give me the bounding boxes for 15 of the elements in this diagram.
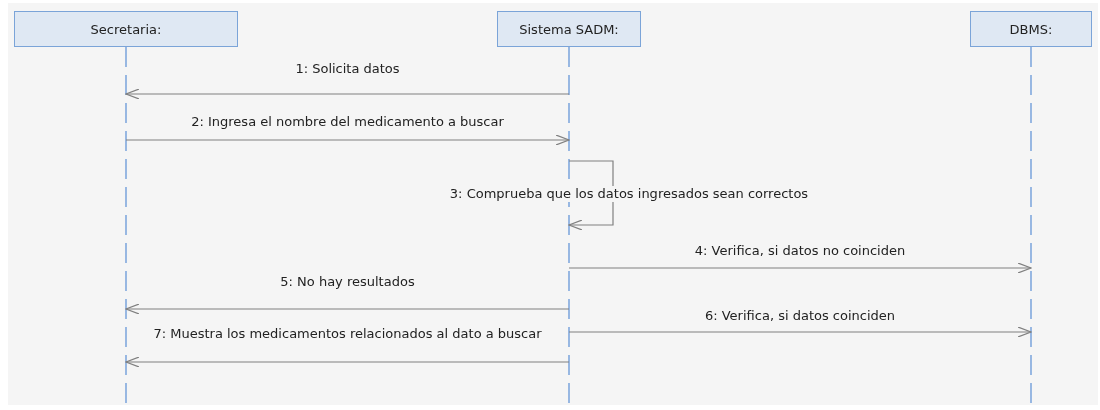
self-message-arrow	[568, 160, 614, 231]
message-label: 3: Comprueba que los datos ingresados sean correctos	[448, 186, 810, 202]
message-arrow	[125, 356, 570, 368]
message-arrow	[125, 88, 570, 100]
message-arrow	[125, 303, 570, 315]
message-label: 4: Verifica, si datos no coinciden	[693, 243, 907, 259]
lifeline-head: Secretaria:	[14, 11, 238, 47]
lifeline-head: DBMS:	[970, 11, 1092, 47]
message-arrow	[568, 326, 1032, 338]
lifeline-head: Sistema SADM:	[497, 11, 641, 47]
message-label: 6: Verifica, si datos coinciden	[703, 308, 897, 324]
message-arrow	[568, 262, 1032, 274]
message-label: 2: Ingresa el nombre del medicamento a buscar	[190, 114, 505, 130]
message-label: 5: No hay resultados	[279, 274, 416, 290]
message-arrow	[125, 134, 570, 146]
